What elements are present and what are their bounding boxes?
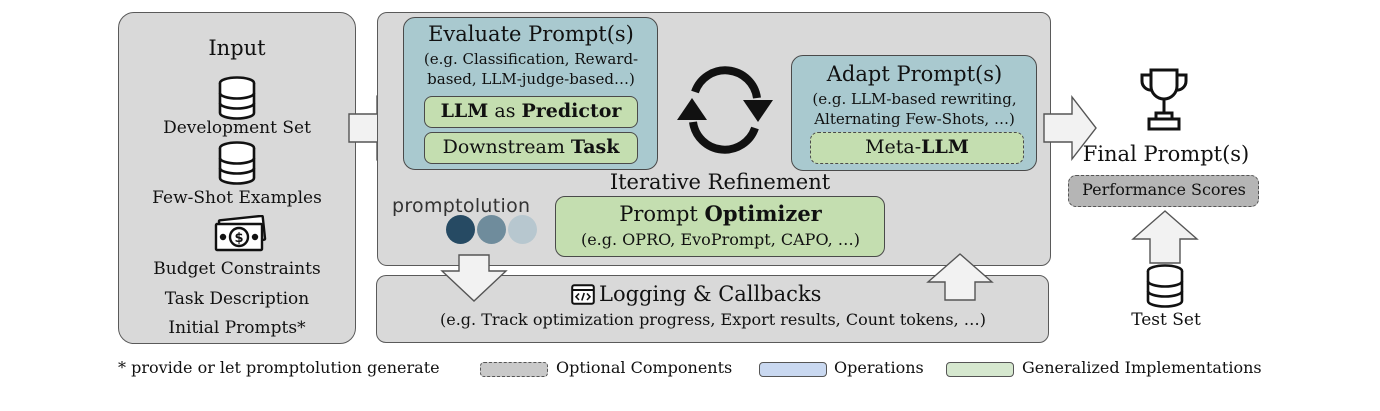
evaluate-desc-line1: (e.g. Classification, Reward- — [423, 50, 639, 68]
evaluate-desc-line2: based, LLM-judge-based…) — [427, 70, 635, 88]
arrow-up-icon — [926, 253, 994, 301]
llm-as-predictor-box — [424, 96, 638, 128]
test-set-label: Test Set — [1131, 310, 1201, 330]
performance-scores-label: Performance Scores — [1082, 180, 1246, 199]
adapt-desc-line2: Alternating Few-Shots, …) — [814, 110, 1015, 128]
trophy-icon — [1140, 68, 1188, 131]
adapt-title: Adapt Prompt(s) — [826, 62, 1003, 86]
database-icon — [218, 141, 256, 185]
meta-llm-box — [810, 132, 1024, 164]
promptolution-logo-dots — [446, 215, 538, 245]
code-window-icon — [571, 284, 595, 305]
logging-title: Logging & Callbacks — [599, 282, 822, 306]
legend-optional-label: Optional Components — [556, 358, 733, 377]
final-prompts-title: Final Prompt(s) — [1082, 142, 1250, 166]
logo-dot-light — [508, 215, 537, 244]
legend-generalized-label: Generalized Implementations — [1022, 358, 1262, 377]
arrow-down-icon — [440, 254, 508, 302]
promptolution-logo-text: promptolution — [392, 195, 531, 217]
downstream-task-label: Downstream Task — [442, 136, 620, 158]
llm-as-predictor-label: LLM as Predictor — [440, 100, 622, 122]
prompt-optimizer-desc: (e.g. OPRO, EvoPrompt, CAPO, …) — [580, 230, 861, 249]
iterative-refinement-label: Iterative Refinement — [609, 170, 831, 194]
performance-scores-box — [1068, 175, 1259, 207]
input-item-budget-constraints: Budget Constraints — [153, 259, 321, 279]
downstream-task-box — [424, 132, 638, 164]
input-item-initial-prompts: Initial Prompts* — [168, 318, 306, 338]
adapt-desc-line1: (e.g. LLM-based rewriting, — [812, 90, 1017, 108]
evaluate-title: Evaluate Prompt(s) — [428, 22, 634, 46]
footnote: * provide or let promptolution generate — [118, 358, 440, 377]
legend-swatch-operations — [759, 362, 827, 377]
prompt-optimizer-box — [555, 196, 885, 257]
logging-desc: (e.g. Track optimization progress, Expor… — [440, 310, 986, 329]
logo-dot-dark — [446, 215, 475, 244]
logo-dot-mid — [477, 215, 506, 244]
arrow-up-icon — [1131, 210, 1199, 264]
meta-llm-label: Meta-LLM — [865, 136, 969, 158]
money-icon: $ — [214, 215, 267, 252]
logging-callbacks-panel — [376, 275, 1049, 343]
database-icon — [1146, 264, 1184, 308]
input-item-task-description: Task Description — [164, 289, 310, 309]
arrow-right-icon — [1043, 95, 1097, 161]
input-item-few-shot-examples: Few-Shot Examples — [152, 188, 322, 208]
input-item-development-set: Development Set — [163, 118, 311, 138]
prompt-optimizer-title: Prompt Optimizer — [619, 201, 822, 226]
database-icon — [218, 76, 256, 120]
svg-text:$: $ — [234, 231, 243, 246]
legend-swatch-optional — [480, 362, 548, 377]
input-title: Input — [208, 36, 266, 60]
legend-swatch-generalized — [946, 362, 1014, 377]
refresh-cycle-icon — [677, 66, 773, 154]
legend-operations-label: Operations — [834, 358, 924, 377]
